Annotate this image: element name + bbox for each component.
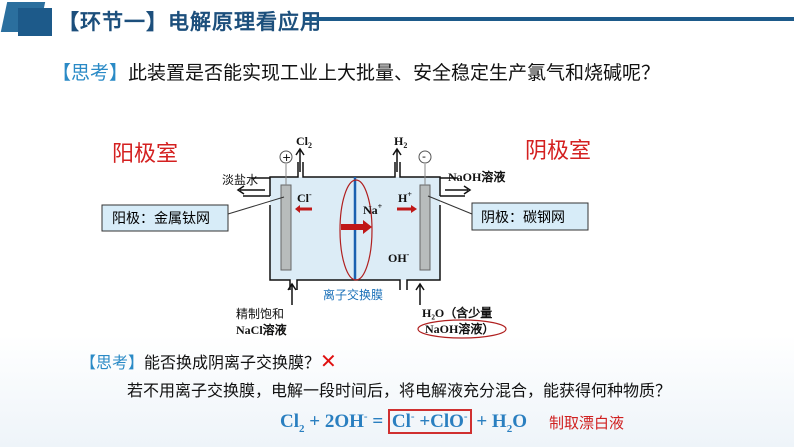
think-label: 【思考】 [52,62,129,84]
think-label: 【思考】 [80,353,145,372]
cathode-label: 阴极：碳钢网 [481,210,565,226]
anode-leader [227,196,285,215]
question-2: 【思考】能否换成阴离子交换膜？✕ [80,350,337,374]
h2-label: H2 [394,134,407,150]
negative-terminal-icon [418,150,432,164]
feed-right-line2: NaOH溶液） [425,321,494,336]
outlet-arrows [236,185,472,195]
title-underline [303,17,794,21]
cl2-label: Cl2 [296,134,312,150]
naoh-out-label: NaOH溶液 [448,169,505,184]
feed-left-line1: 精制饱和 [236,306,284,321]
cl-ion-label: Cl- [297,190,312,205]
arrowhead [295,205,300,213]
naoh-highlight [417,319,507,339]
plus-sign: + [282,151,291,164]
minus-sign: - [422,150,426,163]
dilute-brine-label: 淡盐水 [222,173,258,187]
arrowhead [411,205,417,213]
cathode-electrode [419,184,431,271]
cathode-label-box [471,202,589,231]
header-decoration [18,8,52,36]
question-1: 【思考】此装置是否能实现工业上大批量、安全稳定生产氯气和烧碱呢？ [52,58,660,85]
question-2-text: 能否换成阴离子交换膜？ [144,353,321,372]
oh-ion-label: OH- [388,250,410,265]
cathode-room-label: 阴极室 [525,139,591,164]
feed-right-line1: H₂O（含少量 [422,305,492,320]
positive-terminal-icon [279,150,293,164]
feed-left-line2: NaCl溶液 [236,322,287,337]
page-title: 【环节一】电解原理看应用 [58,10,322,34]
membrane-highlight [339,179,373,281]
h-ion-label: H+ [398,190,412,205]
cathode-leader [427,195,473,215]
question-1-text: 此装置是否能实现工业上大批量、安全稳定生产氯气和烧碱呢？ [128,62,661,84]
wrong-mark-icon: ✕ [320,349,337,373]
chemical-equation: Cl2 + 2OH- = Cl- +ClO- + H2O [280,409,527,435]
equation-row: Cl2 + 2OH- = Cl- +ClO- + H2O 制取漂白液 [280,409,624,435]
question-3: 若不用离子交换膜，电解一段时间后，将电解液充分混合，能获得何种物质？ [127,381,672,400]
anode-room-label: 阳极室 [112,142,178,167]
gas-and-feed-arrows [287,147,425,305]
na-ion-label: Na+ [363,202,383,217]
outlet-pipes [243,177,465,197]
arrowhead [363,220,372,234]
anode-label-box [101,204,229,232]
products-highlight: Cl- +ClO- [387,409,472,434]
anode-label: 阳极：金属钛网 [112,211,210,227]
tank-outline [269,162,441,290]
membrane-label: 离子交换膜 [323,287,383,302]
bleach-note: 制取漂白液 [548,413,624,432]
